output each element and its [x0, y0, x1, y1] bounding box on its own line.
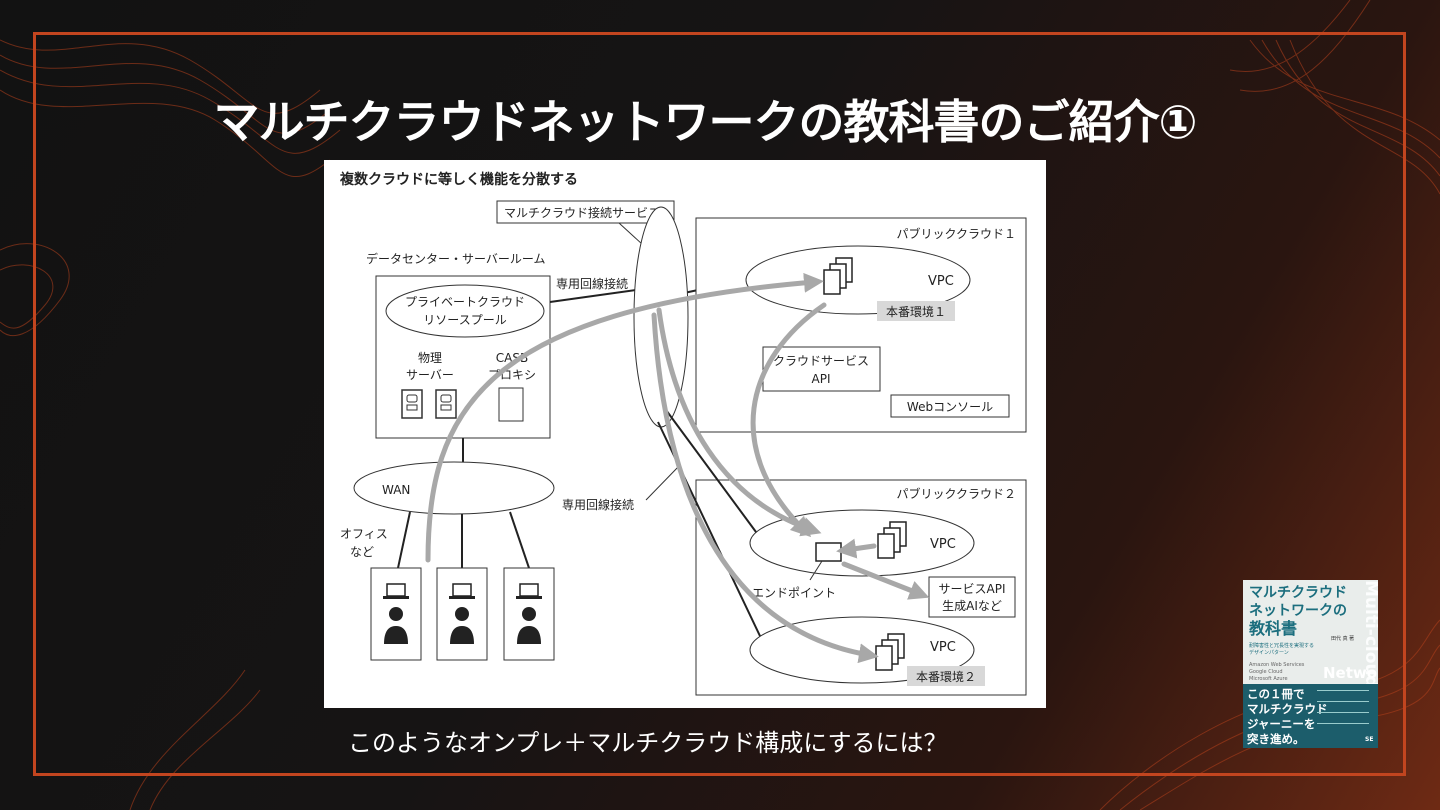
book-title-line3: 教科書 — [1249, 619, 1298, 638]
cloud-service-api-line1: クラウドサービス — [773, 354, 869, 368]
book-band — [1243, 684, 1378, 748]
office-terminal — [436, 567, 488, 661]
dedicated-line-label-top: 専用回線接続 — [556, 276, 628, 291]
prod-env-1-label: 本番環境１ — [886, 304, 946, 319]
book-tagline-line: マルチクラウド — [1247, 702, 1328, 716]
prod-env-2-badge — [907, 666, 985, 686]
book-subtitle-line2: デザインパターン — [1249, 650, 1289, 656]
cloud-service-api-box — [762, 346, 881, 392]
web-console-box — [890, 394, 1010, 418]
server-icon — [435, 389, 457, 419]
book-author: 田代 真 著 — [1331, 636, 1355, 642]
flow-arrow-exchange-to-prod2 — [651, 312, 879, 664]
public-cloud-1-label: パブリッククラウド１ — [896, 226, 1016, 241]
dedicated-line-label-mid: 専用回線接続 — [562, 497, 634, 512]
private-pool-line2: リソースプール — [423, 313, 506, 327]
book-title-line2: ネットワークの — [1249, 603, 1347, 619]
flow-arrow-exchange-to-vpc2 — [656, 307, 822, 537]
flow-arrow-endpoint-to-service-api — [841, 561, 930, 600]
cloud-service-api-line2: API — [812, 372, 831, 386]
private-pool-line1: プライベートクラウド — [405, 295, 525, 309]
prod-env-2-label: 本番環境２ — [916, 669, 976, 684]
book-vendor: Microsoft Azure — [1249, 676, 1288, 682]
slide-caption: このようなオンプレ＋マルチクラウド構成にするには？ — [348, 729, 948, 757]
slide-title: マルチクラウドネットワークの教科書のご紹介① — [213, 95, 1198, 149]
architecture-figure: 複数クラウドに等しく機能を分散する マルチクラウド接続サービス データセンター・… — [324, 160, 1046, 708]
book-tagline-line: この１冊で — [1247, 687, 1305, 701]
book-side-word: Multi-cloud — [1361, 580, 1378, 688]
service-api-line2: 生成AIなど — [942, 599, 1002, 613]
book-subtitle: 耐障害性と冗長性を実現する デザインパターン — [1249, 643, 1314, 657]
book-vendors: Amazon Web Services Google Cloud Microso… — [1249, 662, 1304, 683]
private-cloud-pool — [385, 284, 545, 338]
book-vendor: Amazon Web Services — [1249, 662, 1305, 668]
book-tagline-line: ジャーニーを — [1247, 717, 1316, 731]
prod-env-1-badge — [877, 301, 955, 321]
book-vendor: Google Cloud — [1249, 669, 1283, 675]
casb-line1: CASB — [496, 351, 528, 365]
flow-arrow-office-to-prod1 — [425, 272, 824, 563]
endpoint-label: エンドポイント — [752, 586, 836, 600]
flow-arrow-prod1-to-endpoint — [750, 302, 827, 538]
flow-arrow-docs-to-endpoint — [836, 538, 877, 559]
wan-ellipse — [353, 461, 555, 515]
office-terminal — [370, 567, 422, 661]
endpoint-icon — [815, 542, 842, 562]
office-terminal — [503, 567, 555, 661]
office-line2: など — [350, 545, 374, 559]
workload-docs-icon — [877, 521, 907, 559]
datacenter-label: データセンター・サーバールーム — [366, 251, 546, 266]
wan-office-link — [397, 511, 411, 569]
service-api-line1: サービスAPI — [939, 582, 1006, 596]
dedicated-line-pointer — [645, 464, 681, 501]
server-icon — [401, 389, 423, 419]
physical-server-line1: 物理 — [418, 351, 442, 365]
proxy-icon — [498, 387, 524, 422]
office-line1: オフィス — [340, 527, 388, 541]
mc-service-box — [496, 200, 675, 224]
endpoint-pointer — [809, 560, 823, 581]
diagram-heading: 複数クラウドに等しく機能を分散する — [339, 171, 578, 188]
wan-label: WAN — [382, 483, 410, 497]
physical-server-line2: サーバー — [406, 368, 454, 382]
mc-service-label: マルチクラウド接続サービス — [504, 205, 660, 220]
vpc-1-label: VPC — [928, 274, 954, 289]
book-subtitle-line1: 耐障害性と冗長性を実現する — [1249, 643, 1315, 649]
book-title: マルチクラウド ネットワークの 教科書 — [1249, 584, 1347, 638]
book-cover: Multi-cloud マルチクラウド ネットワークの 教科書 田代 真 著 耐… — [1243, 580, 1378, 748]
public-cloud-2-label: パブリッククラウド２ — [896, 486, 1016, 501]
dedicated-line-dc — [549, 289, 637, 303]
book-title-line1: マルチクラウド — [1249, 585, 1347, 601]
vpc-1 — [745, 245, 971, 315]
book-tagline-line: 突き進め。 — [1247, 732, 1305, 746]
book-network-word: Network — [1323, 664, 1378, 682]
wan-office-link — [509, 511, 530, 569]
web-console-label: Webコンソール — [907, 400, 993, 414]
book-publisher-logo: SE — [1365, 736, 1374, 743]
architecture-diagram: 複数クラウドに等しく機能を分散する マルチクラウド接続サービス データセンター・… — [339, 171, 1027, 696]
vpc-2-label: VPC — [930, 537, 956, 552]
book-tagline: この１冊で マルチクラウド ジャーニーを 突き進め。 — [1247, 687, 1328, 747]
dedicated-line-cloud2 — [665, 409, 757, 533]
slide-frame — [33, 32, 1406, 776]
workload-docs-icon — [875, 633, 905, 671]
book-points — [1317, 690, 1369, 728]
vpc-3-label: VPC — [930, 640, 956, 655]
workload-docs-icon — [823, 257, 853, 295]
